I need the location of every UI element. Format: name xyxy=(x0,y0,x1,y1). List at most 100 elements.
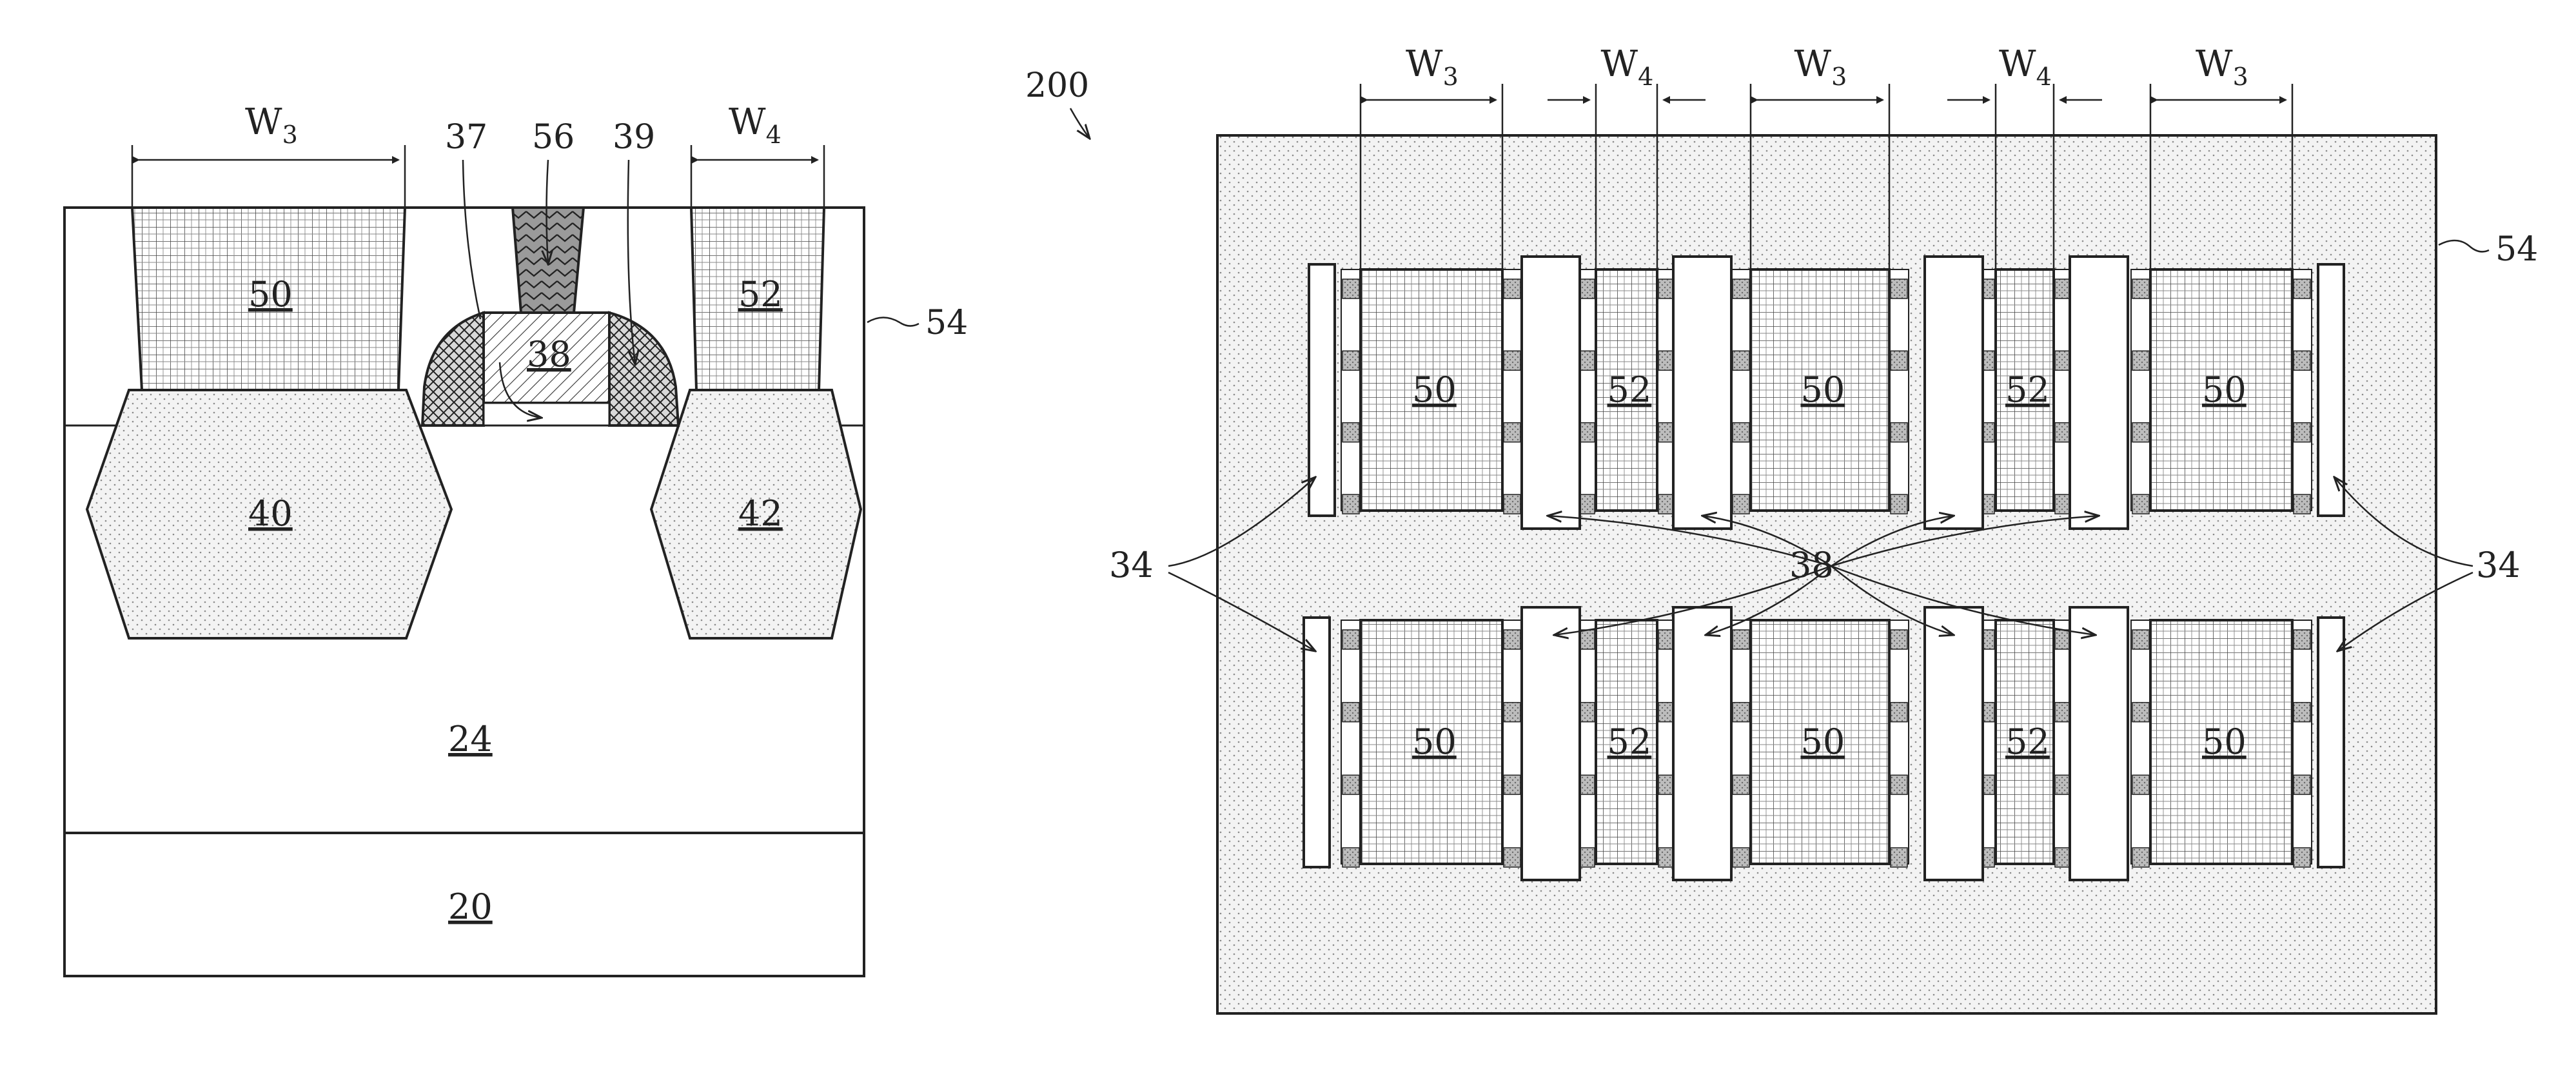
fin-segment xyxy=(1733,703,1749,722)
gate-38 xyxy=(1522,607,1580,880)
fin-segment xyxy=(1342,351,1359,370)
fin-segment xyxy=(1342,279,1359,298)
fin-segment xyxy=(1733,351,1749,370)
leader-54-left xyxy=(867,318,919,326)
dim-w3-label: W3 xyxy=(245,101,298,149)
fin-segment xyxy=(1342,703,1359,722)
gate-38 xyxy=(1925,607,1983,880)
label-42: 42 xyxy=(738,493,783,534)
fin-segment xyxy=(1504,423,1520,442)
fin-segment xyxy=(2294,848,2310,867)
fin-segment xyxy=(1504,494,1520,514)
fin-segment xyxy=(2294,423,2310,442)
ref-54-left: 54 xyxy=(925,304,968,342)
fin-segment xyxy=(1504,848,1520,867)
fin-segment xyxy=(1342,848,1359,867)
dim-label: W3 xyxy=(2196,43,2248,91)
plan-row-2: 50 52 50 52 50 xyxy=(1304,607,2344,880)
fin-segment xyxy=(1733,848,1749,867)
dummy-gate-34 xyxy=(2318,264,2344,516)
fin-segment xyxy=(2294,703,2310,722)
fin-segment xyxy=(1504,351,1520,370)
label-52: 52 xyxy=(738,274,783,315)
gate-38 xyxy=(1673,257,1731,529)
dummy-gate-34 xyxy=(1304,618,1330,867)
fin-segment xyxy=(1342,494,1359,514)
fin-segment xyxy=(1342,630,1359,649)
label-24: 24 xyxy=(448,719,493,759)
fin-segment xyxy=(2294,494,2310,514)
fin-segment xyxy=(1733,630,1749,649)
fin-segment xyxy=(2132,848,2149,867)
fin-segment xyxy=(2132,351,2149,370)
contact-label: 52 xyxy=(2005,369,2050,410)
contact-label: 52 xyxy=(2005,721,2050,762)
ref-37: 37 xyxy=(445,118,487,157)
fin-segment xyxy=(1504,703,1520,722)
ref-56: 56 xyxy=(532,118,575,157)
dummy-gate-34 xyxy=(2318,618,2344,867)
ref-39: 39 xyxy=(613,118,655,157)
fin-segment xyxy=(2132,494,2149,514)
fin-segment xyxy=(2294,630,2310,649)
fin-segment xyxy=(1891,703,1907,722)
fin-segment xyxy=(1891,351,1907,370)
gate-38 xyxy=(2070,257,2128,529)
dummy-gate-34 xyxy=(1309,264,1335,516)
label-50: 50 xyxy=(248,274,293,315)
label-38: 38 xyxy=(527,334,571,375)
fin-segment xyxy=(1504,775,1520,794)
fin-segment xyxy=(1733,279,1749,298)
fin-segment xyxy=(1504,630,1520,649)
ref-200: 200 xyxy=(1025,66,1089,105)
plan-row-1: 50 52 50 52 50 xyxy=(1309,257,2344,529)
dim-label: W4 xyxy=(1999,43,2052,91)
fin-segment xyxy=(1891,775,1907,794)
leader-200 xyxy=(1070,108,1090,139)
contact-label: 50 xyxy=(2202,721,2247,762)
fin-segment xyxy=(2294,775,2310,794)
left-cross-section: W3 W4 37 56 39 50 52 38 40 42 24 20 54 xyxy=(64,101,968,976)
dim-label: W3 xyxy=(1794,43,1847,91)
contact-label: 52 xyxy=(1608,721,1652,762)
dim-w4-label: W4 xyxy=(729,101,782,149)
gate-dielectric xyxy=(484,403,609,425)
fin-segment xyxy=(1504,279,1520,298)
fin-segment xyxy=(1342,775,1359,794)
fin-segment xyxy=(2132,775,2149,794)
gate-38 xyxy=(1925,257,1983,529)
right-plan-view: 200 50525052505052505250 W3W4W3W4W3 38 3… xyxy=(1025,43,2538,1013)
contact-label: 50 xyxy=(1412,721,1457,762)
gate-38 xyxy=(1673,607,1731,880)
ref-34-left: 34 xyxy=(1109,545,1154,585)
fin-segment xyxy=(1733,423,1749,442)
fin-segment xyxy=(1891,848,1907,867)
fin-segment xyxy=(1733,775,1749,794)
fin-segment xyxy=(1733,494,1749,514)
contact-label: 50 xyxy=(1801,369,1845,410)
fin-segment xyxy=(1891,630,1907,649)
label-20: 20 xyxy=(448,886,493,927)
fin-segment xyxy=(1891,423,1907,442)
ref-34-right: 34 xyxy=(2476,545,2521,585)
leader-54-right xyxy=(2439,240,2489,251)
gate-38 xyxy=(2070,607,2128,880)
fin-segment xyxy=(2294,351,2310,370)
fin-segment xyxy=(2132,423,2149,442)
dim-label: W3 xyxy=(1406,43,1459,91)
fin-segment xyxy=(1891,279,1907,298)
fin-segment xyxy=(2132,279,2149,298)
label-40: 40 xyxy=(248,493,293,534)
contact-label: 50 xyxy=(1801,721,1845,762)
contact-label: 50 xyxy=(1412,369,1457,410)
contact-label: 52 xyxy=(1608,369,1652,410)
contact-label: 50 xyxy=(2202,369,2247,410)
gate-38 xyxy=(1522,257,1580,529)
dim-label: W4 xyxy=(1601,43,1654,91)
fin-segment xyxy=(1342,423,1359,442)
fin-segment xyxy=(2132,703,2149,722)
fin-segment xyxy=(2132,630,2149,649)
fin-segment xyxy=(2294,279,2310,298)
